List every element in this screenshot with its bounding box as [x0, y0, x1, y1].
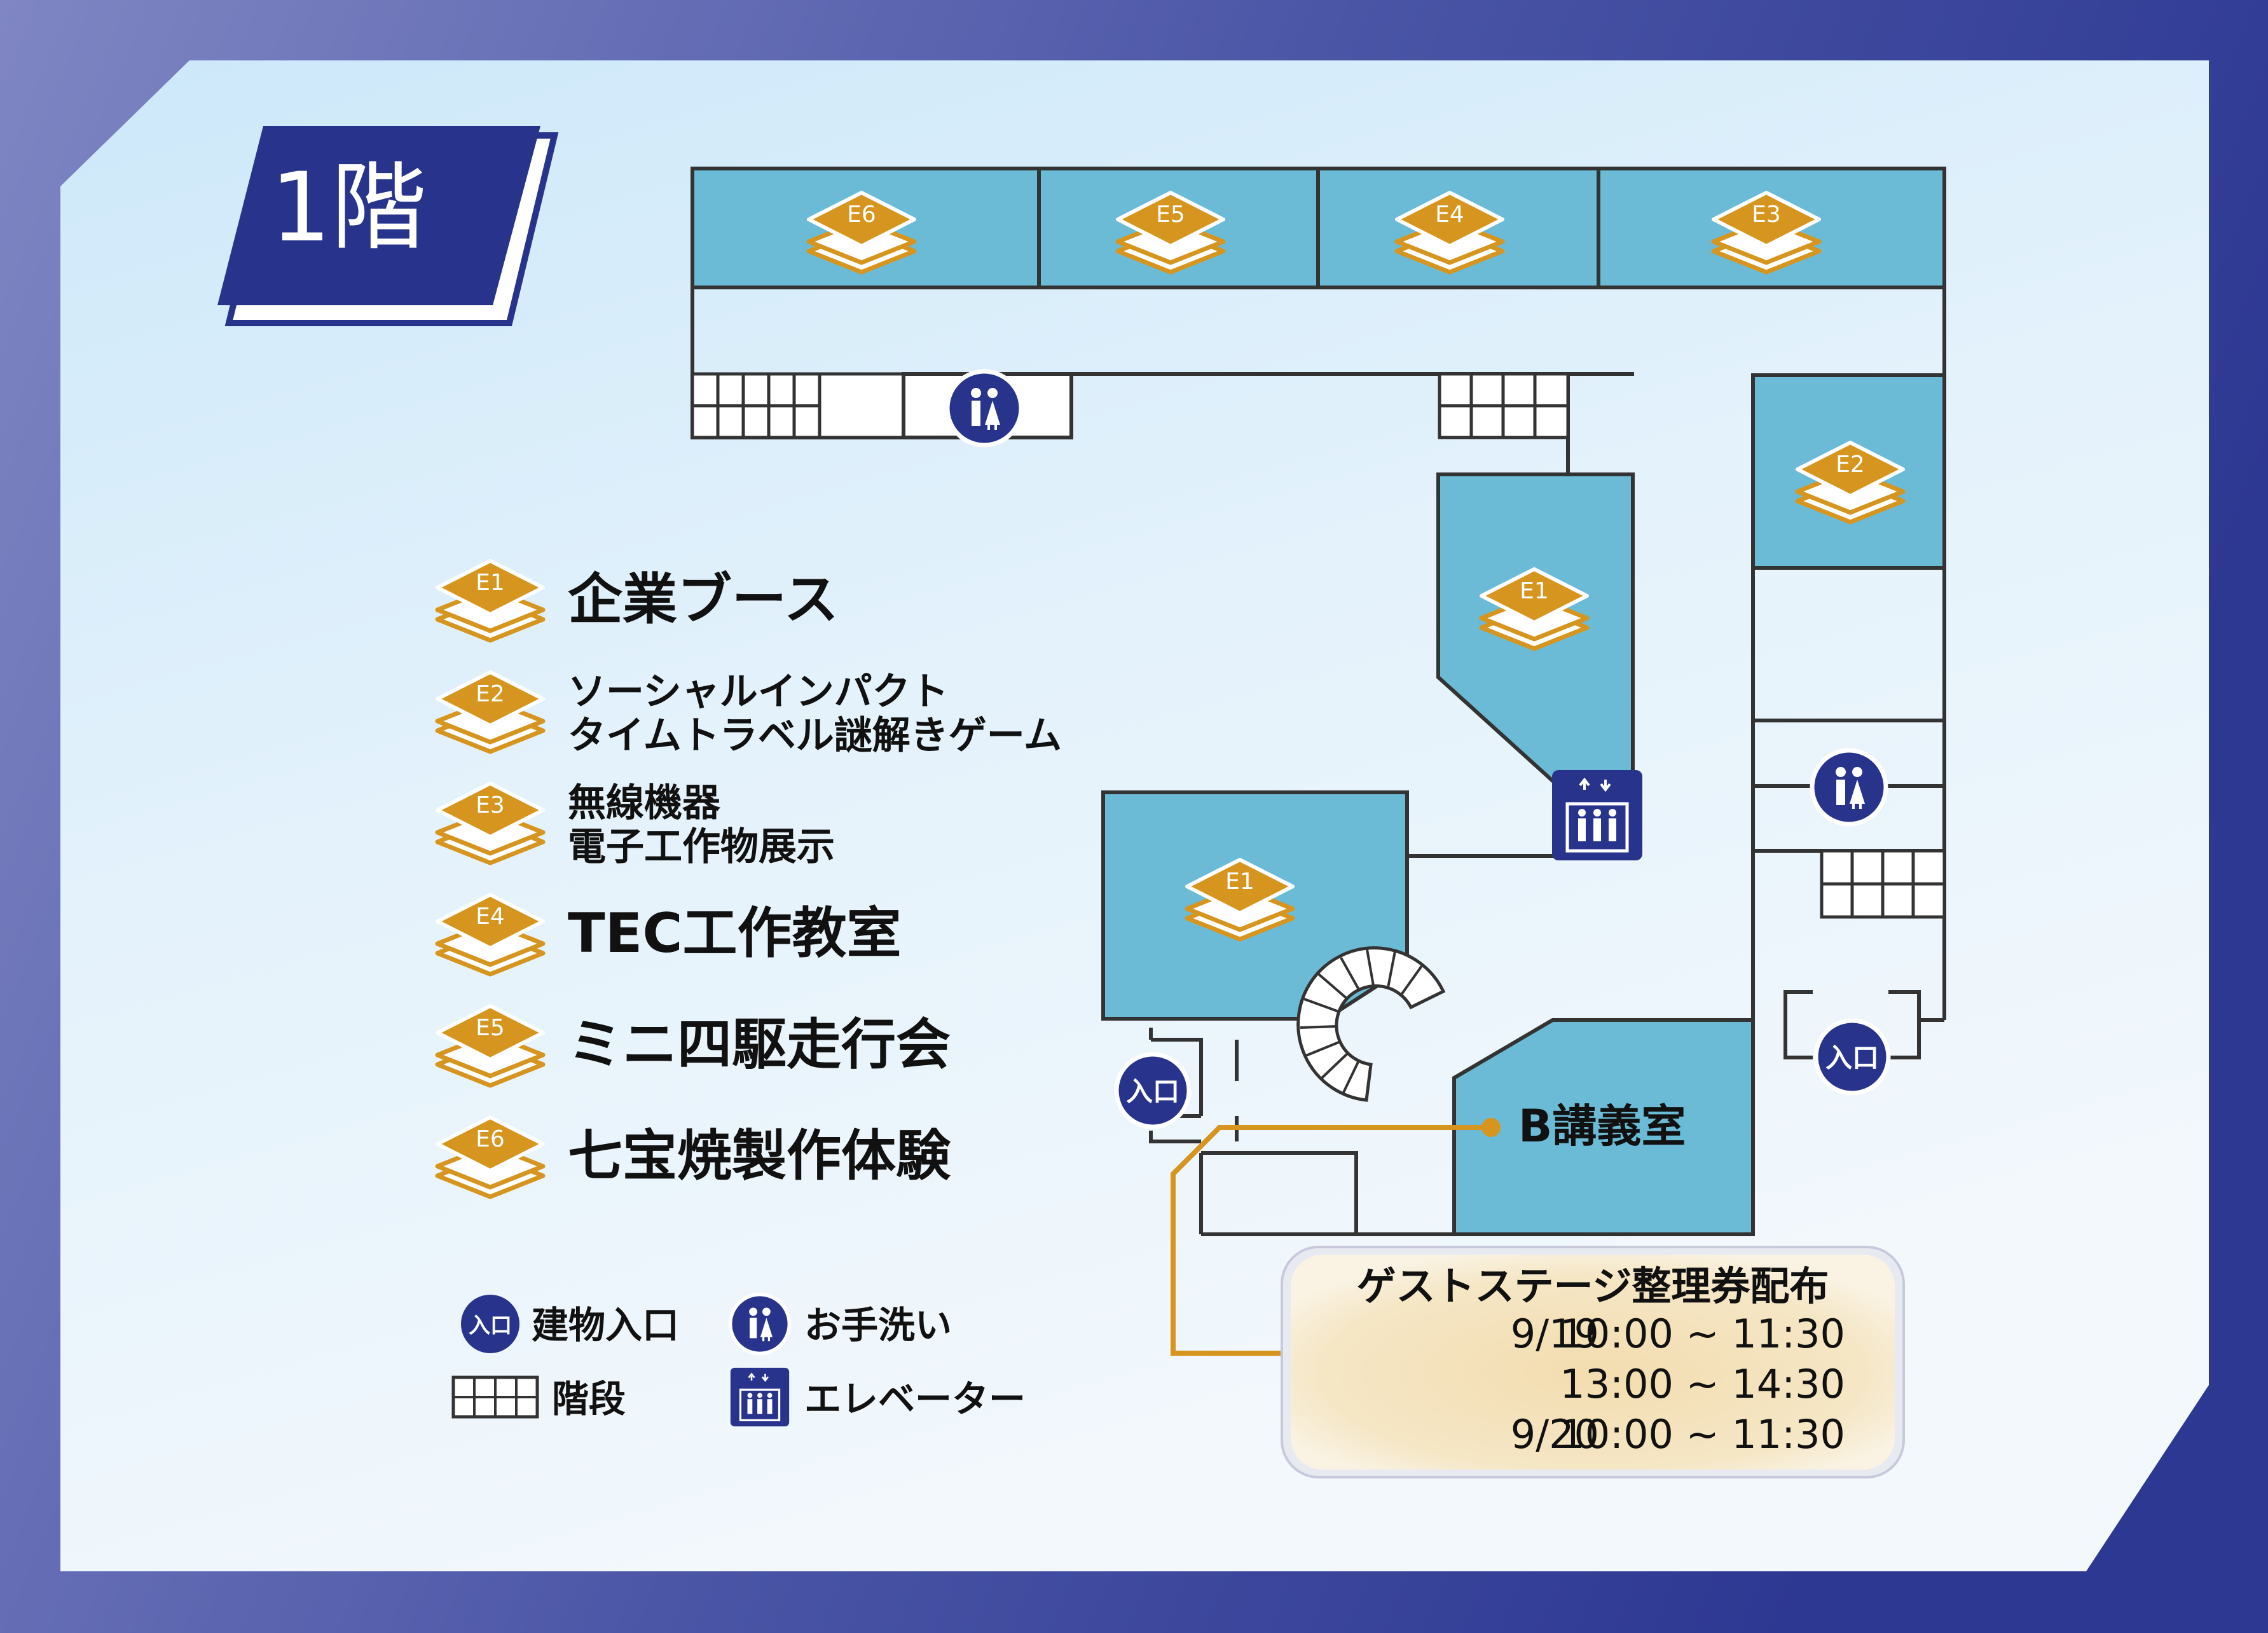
toilet-icon: [1812, 750, 1886, 824]
floor-label: 1階: [270, 153, 426, 263]
legend-code: E3: [476, 792, 505, 818]
booth-label: E4: [1435, 202, 1464, 228]
spiral-staircase: [1296, 946, 1446, 1102]
legend-stairs: 階段: [453, 1377, 626, 1421]
symbol-legend: 入口 建物入口 お手洗い 階段 エレベーター: [453, 1295, 1026, 1428]
legend-code: E4: [476, 904, 505, 930]
booth-E1-upper: E1: [1481, 569, 1587, 649]
stairs: [691, 372, 1946, 919]
booth-E2: E2: [1797, 443, 1903, 522]
guest-pointer-line: [1171, 1125, 1491, 1356]
legend-entrance: 入口 建物入口: [461, 1295, 679, 1353]
legend-text: 企業ブース: [568, 568, 839, 631]
legend-toilet-label: お手洗い: [804, 1304, 952, 1347]
booth-label: E1: [1225, 869, 1254, 895]
legend-stairs-label: 階段: [552, 1377, 626, 1421]
legend-text: 七宝焼製作体験: [568, 1124, 951, 1188]
booth-label: E6: [847, 202, 876, 228]
booth-E1-lower: E1: [1187, 860, 1293, 939]
elevator-icon: [1552, 770, 1642, 860]
guest-stage-title: ゲストステージ整理券配布: [1357, 1263, 1829, 1309]
entrance-badge: 入口: [1126, 1076, 1179, 1107]
booth-label: E5: [1156, 202, 1185, 228]
legend-code: E5: [476, 1015, 505, 1041]
booth-label: E2: [1836, 451, 1865, 478]
booth-E3: E3: [1714, 193, 1819, 272]
legend-item-E6: E6 七宝焼製作体験: [437, 1117, 951, 1197]
legend-code: E1: [476, 570, 505, 596]
legend-text: ソーシャルインパクト: [568, 670, 949, 714]
guest-stage-panel: ゲストステージ整理券配布 9/19 10:00 ~ 11:30 13:00 ~ …: [1281, 1246, 1905, 1478]
schedule-time: 13:00 ~ 14:30: [1560, 1361, 1845, 1407]
booth-label: E1: [1520, 578, 1549, 604]
booth-E6: E6: [809, 193, 914, 272]
entrance-badge: 入口: [469, 1313, 512, 1339]
schedule-date: 9/20: [1511, 1411, 1599, 1457]
stairs-icon: [453, 1377, 537, 1417]
legend-toilet: お手洗い: [731, 1295, 952, 1354]
legend-item-E2: E2 ソーシャルインパクト タイムトラベル謎解きゲーム: [437, 670, 1062, 758]
legend-text: 無線機器: [568, 781, 721, 825]
floor-badge: [217, 126, 540, 305]
entrance-badge: 入口: [1825, 1042, 1879, 1073]
booth-E4: E4: [1397, 193, 1502, 272]
schedule-time: 10:00 ~ 11:30: [1560, 1411, 1845, 1457]
booth-E5: E5: [1118, 193, 1223, 272]
legend-text: タイムトラベル謎解きゲーム: [568, 713, 1062, 758]
schedule-time: 10:00 ~ 11:30: [1560, 1311, 1845, 1357]
legend-text: TEC工作教室: [568, 902, 902, 965]
pointer-dot: [1481, 1118, 1501, 1137]
toilet-icon: [947, 371, 1021, 445]
legend-item-E4: E4 TEC工作教室: [437, 895, 902, 974]
legend-text: 電子工作物展示: [568, 825, 835, 869]
lecture-room-label: B講義室: [1518, 1100, 1686, 1152]
schedule-date: 9/19: [1511, 1311, 1599, 1357]
toilet-icon: [731, 1295, 790, 1354]
legend-code: E6: [476, 1126, 505, 1152]
legend-code: E2: [476, 681, 505, 707]
booth-legend: E1 企業ブース E2 ソーシャルインパクト タイムトラベル謎解きゲーム E3 …: [437, 561, 1062, 1197]
legend-elevator-label: エレベーター: [804, 1377, 1026, 1421]
elevator-icon: [729, 1367, 790, 1428]
booth-label: E3: [1752, 202, 1781, 228]
legend-entrance-label: 建物入口: [532, 1304, 679, 1347]
entrance-right: 入口: [1813, 1018, 1891, 1096]
entrance-left: 入口: [1114, 1052, 1192, 1129]
legend-item-E1: E1 企業ブース: [437, 561, 839, 640]
legend-item-E5: E5 ミニ四駆走行会: [437, 1006, 951, 1085]
legend-item-E3: E3 無線機器 電子工作物展示: [437, 781, 835, 869]
legend-text: ミニ四駆走行会: [568, 1013, 951, 1077]
legend-elevator: エレベーター: [729, 1367, 1026, 1428]
